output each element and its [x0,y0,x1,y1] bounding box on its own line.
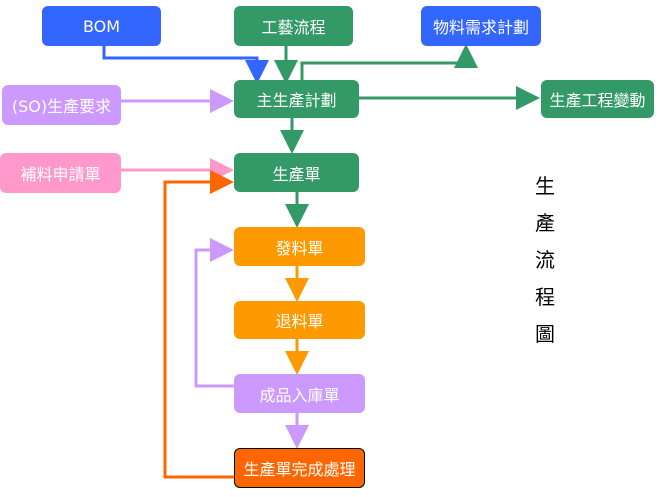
node-bom[interactable]: BOM [42,6,161,46]
node-finished-receipt[interactable]: 成品入庫單 [234,374,365,413]
node-issue-order[interactable]: 發料單 [234,227,365,266]
title-char: 圖 [535,322,555,346]
edge-completion-loop-to-production [163,170,234,479]
node-eng-change[interactable]: 生產工程變動 [541,80,654,118]
node-production-order[interactable]: 生產單 [234,153,359,192]
edge-master-plan-to-mrp [300,44,478,80]
node-order-completion[interactable]: 生產單完成處理 [234,448,365,488]
edge-bom-to-master-plan [102,46,269,84]
title-char: 產 [535,211,555,235]
node-process-route[interactable]: 工藝流程 [234,6,353,46]
node-supplement-request[interactable]: 補料申請單 [0,153,121,193]
diagram-title: 生 產 流 程 圖 [530,168,560,353]
node-master-plan[interactable]: 主生產計劃 [234,80,359,118]
node-return-order[interactable]: 退料單 [234,301,365,339]
title-char: 流 [535,248,555,272]
edge-receipt-loop-to-issue [194,238,234,388]
title-char: 程 [535,285,555,309]
node-sales-order-demand[interactable]: (SO)生產要求 [2,85,121,125]
title-char: 生 [535,174,555,198]
node-mrp[interactable]: 物料需求計劃 [421,6,541,46]
